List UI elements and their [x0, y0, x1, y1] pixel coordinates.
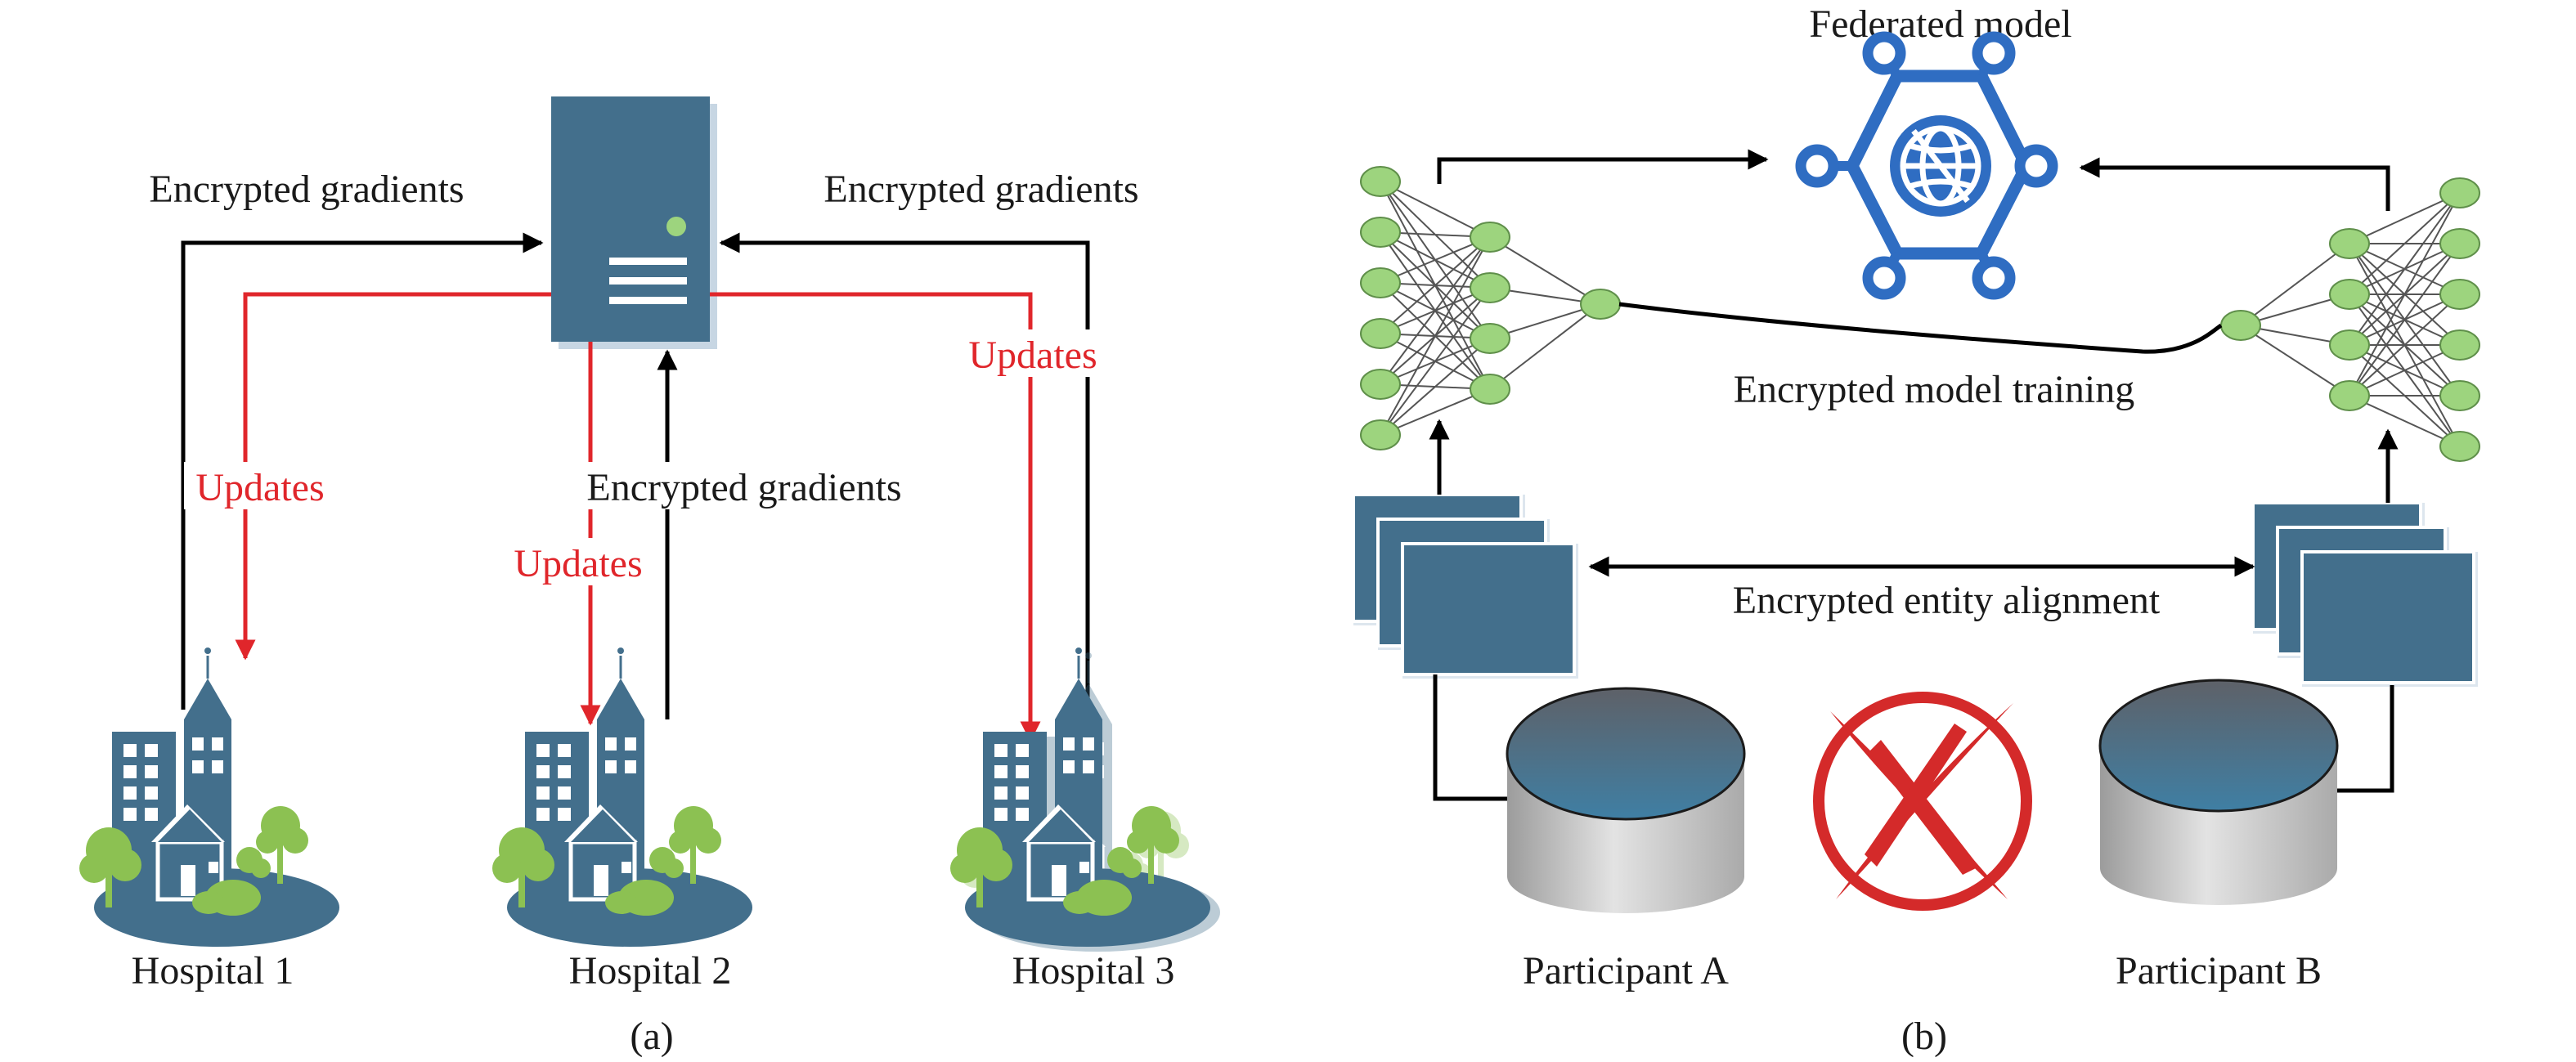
participant-b-label: Participant B — [2116, 949, 2322, 993]
right-updates-label: Updates — [968, 334, 1097, 377]
hospital-3-label: Hospital 3 — [1012, 949, 1175, 993]
left-gradient-arrow — [181, 232, 544, 710]
participant-a-label: Participant A — [1523, 949, 1729, 993]
participant-b-connector — [2337, 685, 2394, 793]
left-neural-network — [1360, 166, 1621, 450]
participant-b-database-icon — [2098, 679, 2339, 907]
left-update-arrow — [235, 292, 551, 661]
right-update-arrow — [710, 292, 1041, 742]
encrypted-entity-alignment-label: Encrypted entity alignment — [1733, 579, 2161, 622]
model-training-link — [1618, 302, 2223, 354]
hospital-1-icon — [79, 648, 339, 947]
hospital-2-icon — [492, 648, 752, 947]
hospital-2-label: Hospital 2 — [569, 949, 732, 993]
right-neural-network — [2220, 177, 2480, 462]
participant-a-data-stack — [1352, 493, 1580, 680]
panel-a-caption: (a) — [630, 1015, 673, 1058]
panel-a: Encrypted gradients Encrypted gradients … — [79, 96, 1220, 1058]
hospital-3-icon — [950, 648, 1220, 952]
left-updates-label: Updates — [195, 466, 324, 509]
left-encrypted-gradients-label: Encrypted gradients — [149, 168, 464, 211]
participant-b-data-stack — [2251, 501, 2480, 688]
middle-updates-label: Updates — [514, 542, 642, 585]
panel-b-caption: (b) — [1901, 1015, 1947, 1058]
right-to-model-arrow — [2079, 157, 2390, 211]
no-data-sharing-icon — [1813, 692, 2032, 911]
federated-model-label: Federated model — [1809, 2, 2071, 46]
participant-a-database-icon — [1506, 687, 1746, 915]
right-encrypted-gradients-label: Encrypted gradients — [824, 168, 1138, 211]
left-to-model-arrow — [1437, 149, 1769, 184]
federated-network-icon — [1795, 31, 2058, 300]
participant-a-connector — [1433, 674, 1507, 801]
right-gradient-arrow — [719, 232, 1090, 822]
server-icon — [551, 96, 717, 349]
hospital-1-label: Hospital 1 — [132, 949, 294, 993]
panel-b: Federated model — [1352, 2, 2480, 1058]
middle-encrypted-gradients-label: Encrypted gradients — [586, 466, 901, 509]
encrypted-model-training-label: Encrypted model training — [1734, 368, 2135, 411]
